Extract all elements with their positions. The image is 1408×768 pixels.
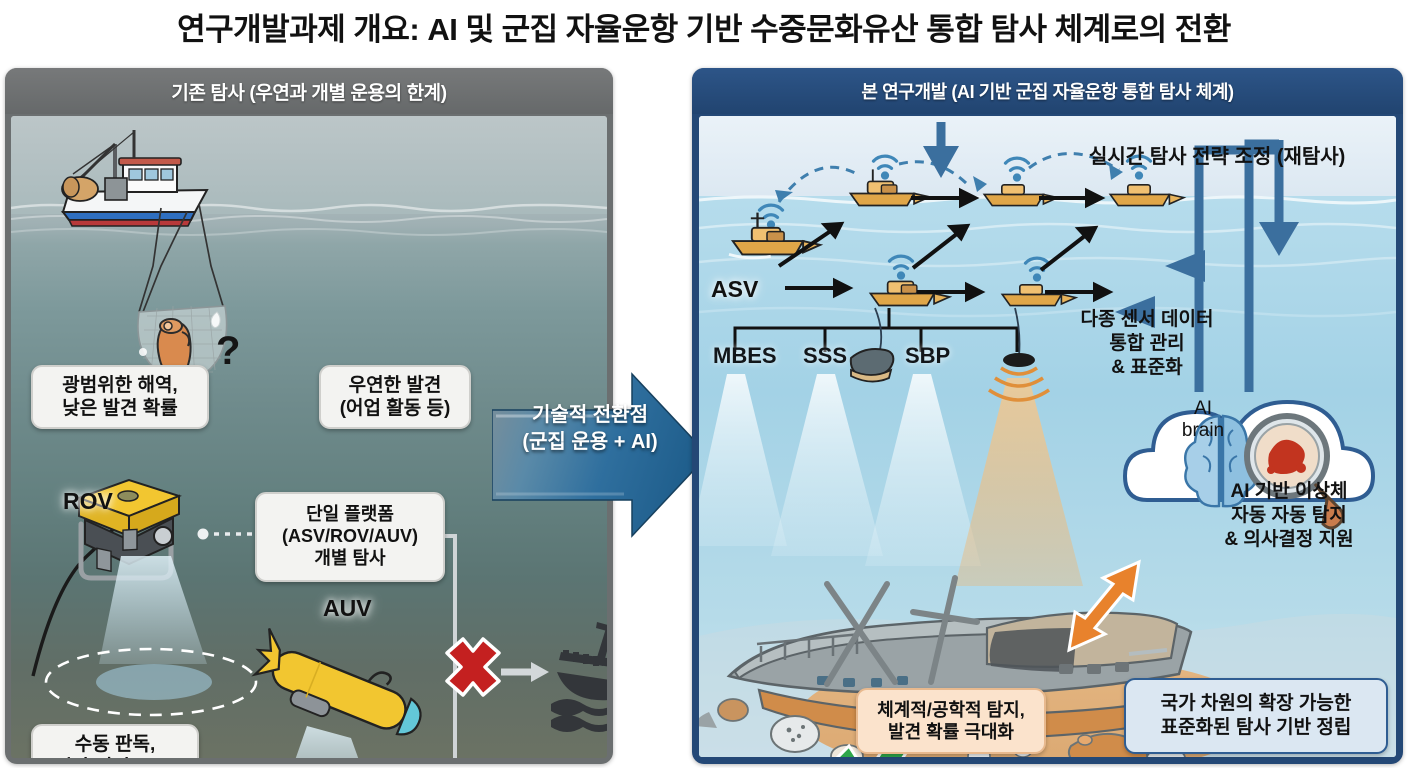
label-manual-interpretation: 수동 판독, 시간/인력 소모, 주관적 xyxy=(31,724,199,758)
label-asv: ASV xyxy=(711,276,759,302)
panel-new-rnd: 본 연구개발 (AI 기반 군집 자율운항 통합 탐사 체계) xyxy=(692,68,1403,764)
wifi-signal-icon xyxy=(757,154,1153,282)
arrow-to-wreck-icon xyxy=(501,662,549,682)
rov-icon xyxy=(31,478,258,717)
label-single-platform: 단일 플랫폼 (ASV/ROV/AUV) 개별 탐사 xyxy=(255,492,445,582)
panel-new-scene: MBES SSS SBP ASV xyxy=(699,116,1396,757)
sensor-label-sbp: SBP xyxy=(905,343,951,368)
shipwreck-silhouette-icon xyxy=(551,622,607,732)
question-mark-icon: ? xyxy=(216,329,240,373)
command-down-arrow xyxy=(923,122,959,178)
label-accidental-discovery: 우연한 발견 (어업 활동 등) xyxy=(319,365,471,429)
transition-arrow-label: 기술적 전환점 (군집 운용 + AI) xyxy=(522,404,658,453)
sbp-transducer-icon xyxy=(988,307,1050,402)
sensor-label-mbes: MBES xyxy=(713,343,777,368)
panel-new-header: 본 연구개발 (AI 기반 군집 자율운항 통합 탐사 체계) xyxy=(692,68,1403,114)
label-auv: AUV xyxy=(323,595,372,621)
label-realtime-strategy: 실시간 탐사 전략 조정 (재탐사) xyxy=(1089,146,1346,168)
formation-arrows xyxy=(777,187,1114,303)
label-wide-area: 광범위한 해역, 낮은 발견 확률 xyxy=(31,365,209,429)
panel-legacy-header: 기존 탐사 (우연과 개별 운용의 한계) xyxy=(5,68,613,114)
label-dot-connector xyxy=(197,528,261,540)
sonar-beams xyxy=(699,374,1083,586)
comms-arcs xyxy=(777,152,1120,203)
label-rov: ROV xyxy=(63,488,113,514)
label-systematic-detection: 체계적/공학적 탐지, 발견 확률 극대화 xyxy=(856,688,1046,754)
asv-swarm-icons xyxy=(728,169,1187,307)
label-ai-detection: AI 기반 이상체 자동 자동 탐지 & 의사결정 지원 xyxy=(1224,481,1354,550)
sensor-label-sss: SSS xyxy=(803,343,848,368)
auv-icon xyxy=(251,628,422,758)
new-scene-illustration xyxy=(699,116,1396,757)
page-title: 연구개발과제 개요: AI 및 군집 자율운항 기반 수중문화유산 통합 탐사 … xyxy=(177,12,1231,47)
label-multisensor-integration: 다종 센서 데이터 통합 관리 & 표준화 xyxy=(1080,309,1214,378)
fishing-boat-icon xyxy=(61,130,224,313)
cross-mark-icon xyxy=(445,637,501,697)
bidirectional-orange-arrow xyxy=(1067,559,1141,653)
label-national-standard: 국가 차원의 확장 가능한 표준화된 탐사 기반 정립 xyxy=(1124,678,1388,754)
comms-arrowheads xyxy=(775,164,1123,202)
label-ai-brain: AI brain xyxy=(1181,398,1225,442)
transition-arrow: 기술적 전환점 (군집 운용 + AI) xyxy=(492,372,710,538)
sss-towfish-icon xyxy=(849,307,895,383)
sensor-bracket xyxy=(733,308,1019,352)
